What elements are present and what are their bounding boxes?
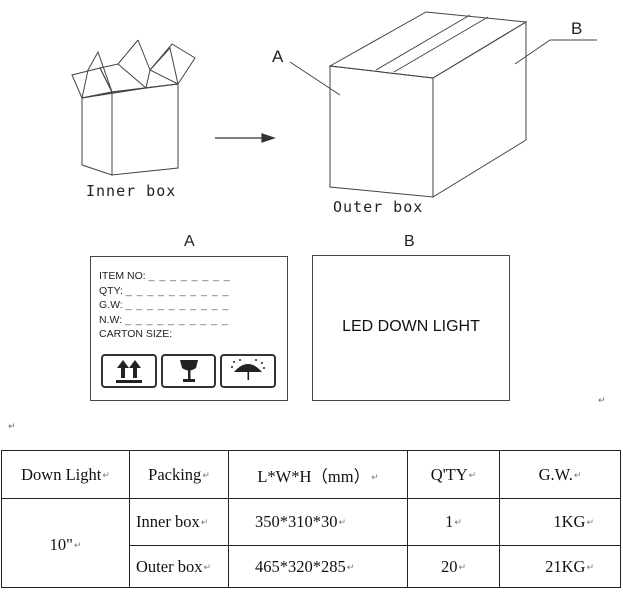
callout-a: A: [272, 47, 284, 66]
label-fields: ITEM NO: _ _ _ _ _ _ _ _ QTY: _ _ _ _ _ …: [99, 269, 231, 342]
field-qty: QTY: _ _ _ _ _ _ _ _ _ _: [99, 284, 230, 297]
led-down-light-text: LED DOWN LIGHT: [342, 318, 480, 335]
gw-cell: 1KG↵: [499, 498, 621, 546]
return-mark: ↵: [8, 422, 16, 432]
fragile-glass-icon: [160, 354, 217, 388]
return-mark: ↵: [598, 396, 606, 406]
field-item-no: ITEM NO: _ _ _ _ _ _ _ _: [99, 270, 231, 282]
product-size-cell: 10"↵: [1, 498, 130, 588]
packing-cell: Outer box↵: [129, 545, 229, 588]
dims-cell: 465*320*285↵: [228, 545, 408, 588]
inner-box-illustration: [71, 39, 196, 176]
panel-b-caption: B: [404, 233, 415, 250]
header-down-light: Down Light↵: [1, 450, 130, 499]
outer-box-illustration: [289, 11, 597, 198]
packing-diagram: Inner box Outer box A B A ITEM NO: _ _ _…: [8, 11, 606, 432]
panel-a-caption: A: [184, 233, 195, 250]
field-nw: N.W: _ _ _ _ _ _ _ _ _ _: [99, 313, 229, 326]
header-dimensions: L*W*H（mm）↵: [228, 450, 408, 499]
field-gw: G.W: _ _ _ _ _ _ _ _ _ _: [99, 299, 230, 311]
header-qty: Q'TY↵: [407, 450, 500, 499]
table-header-row: Down Light↵ Packing↵ L*W*H（mm）↵ Q'TY↵ G.…: [1, 450, 621, 499]
table-row: 10"↵ Inner box↵ 350*310*30↵ 1↵ 1KG↵: [1, 498, 621, 588]
qty-cell: 1↵: [407, 498, 500, 546]
dims-cell: 350*310*30↵: [228, 498, 408, 546]
qty-cell: 20↵: [407, 545, 500, 588]
carton-label-panel-a: ITEM NO: _ _ _ _ _ _ _ _ QTY: _ _ _ _ _ …: [90, 256, 288, 401]
handling-icons: [101, 354, 277, 388]
keep-dry-umbrella-icon: [220, 354, 277, 388]
carton-label-panel-b: LED DOWN LIGHT: [312, 255, 510, 401]
packing-cell: Inner box↵: [129, 498, 229, 546]
field-carton-size: CARTON SIZE:: [99, 328, 173, 340]
table-row: Outer box↵ 465*320*285↵ 20↵ 21KG↵: [2, 545, 621, 588]
gw-cell: 21KG↵: [499, 545, 621, 588]
arrow-icon: [215, 133, 276, 143]
header-gw: G.W.↵: [499, 450, 621, 499]
outer-box-label: Outer box: [333, 198, 424, 216]
header-packing: Packing↵: [129, 450, 229, 499]
packing-illustration: [71, 11, 597, 198]
inner-box-label: Inner box: [86, 182, 177, 200]
callout-b: B: [571, 19, 583, 38]
this-way-up-icon: [101, 354, 157, 388]
packing-spec-table: Down Light↵ Packing↵ L*W*H（mm）↵ Q'TY↵ G.…: [1, 450, 621, 588]
